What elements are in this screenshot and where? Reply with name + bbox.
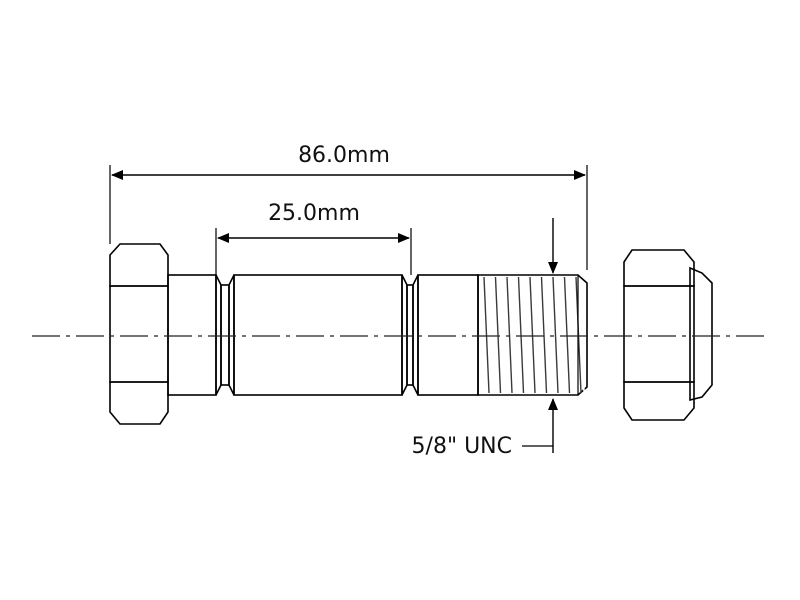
bolt-neck — [167, 274, 235, 396]
thread-highlight — [509, 278, 516, 392]
bolt-groove — [401, 274, 419, 396]
threaded-section — [477, 274, 588, 396]
thread-crest — [517, 276, 525, 394]
thread-highlight — [497, 278, 505, 392]
thread-highlight — [566, 278, 574, 392]
thread-highlight — [578, 278, 585, 392]
thread-crest — [563, 276, 571, 394]
thread-highlight — [543, 278, 551, 392]
thread-crest — [483, 276, 490, 394]
thread-highlight — [486, 278, 493, 392]
thread-highlight — [555, 278, 562, 392]
overall-length-dimension: 86.0mm — [109, 143, 588, 270]
thread-diameter-dimension: 5/8" UNC — [412, 218, 558, 459]
thread-crest — [552, 276, 559, 394]
thread-lines — [483, 276, 585, 394]
nut — [623, 249, 713, 421]
thread-crest — [506, 276, 513, 394]
plain-shank — [417, 274, 479, 396]
shank-length-label: 25.0mm — [268, 201, 360, 226]
thread-highlight — [520, 278, 528, 392]
thread-crest — [540, 276, 548, 394]
thread-highlight — [532, 278, 539, 392]
thread-spec-label: 5/8" UNC — [412, 434, 512, 459]
shank-length-dimension: 25.0mm — [215, 201, 412, 275]
highlighted-shank — [233, 274, 403, 396]
bolt-head — [109, 243, 169, 425]
thread-crest — [494, 276, 502, 394]
thread-crest — [529, 276, 536, 394]
overall-length-label: 86.0mm — [298, 143, 390, 168]
